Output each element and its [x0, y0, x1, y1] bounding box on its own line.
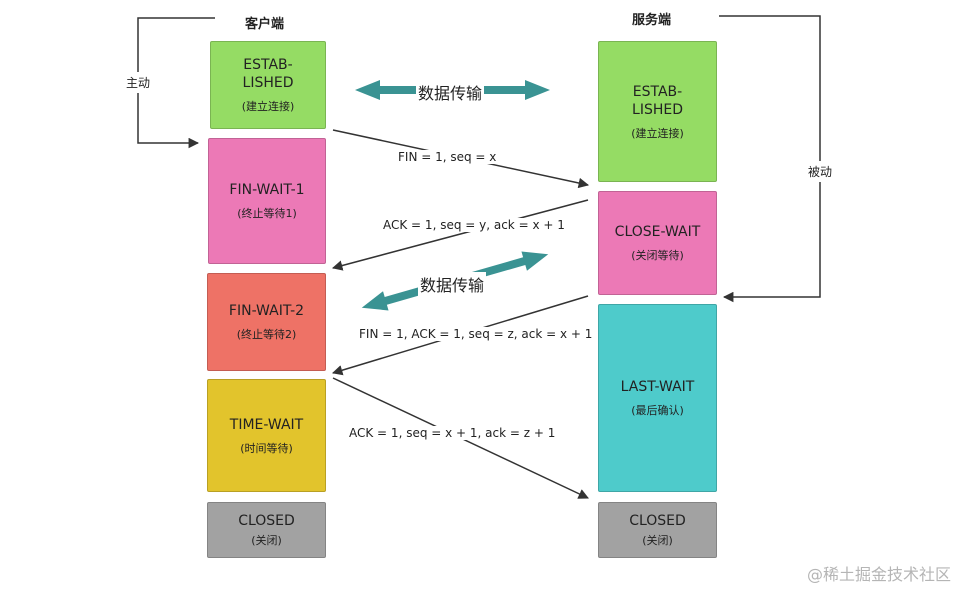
- state-subtitle: (关闭): [251, 534, 282, 547]
- client-state-closed: CLOSED (关闭): [207, 502, 326, 558]
- server-state-close-wait: CLOSE-WAIT (关闭等待): [598, 191, 717, 295]
- state-subtitle: (时间等待): [240, 441, 293, 455]
- state-title: FIN-WAIT-1: [229, 182, 305, 198]
- server-state-closed: CLOSED (关闭): [598, 502, 717, 558]
- state-subtitle: (关闭等待): [631, 249, 684, 262]
- state-title: LAST-WAIT: [620, 379, 695, 395]
- state-subtitle: (终止等待2): [236, 328, 297, 341]
- watermark: @稀土掘金技术社区: [806, 565, 951, 584]
- passive-label: 被动: [808, 161, 833, 182]
- data-transfer-label-2: 数据传输: [418, 272, 487, 296]
- server-header: 服务端: [632, 13, 672, 28]
- message-fin-ack: FIN = 1, ACK = 1, seq = z, ack = x + 1: [357, 327, 595, 341]
- ack-arrow: [331, 199, 589, 271]
- server-state-established: ESTAB- LISHED (建立连接): [598, 41, 717, 182]
- state-subtitle: (最后确认): [631, 404, 684, 417]
- state-title: CLOSE-WAIT: [614, 224, 701, 240]
- message-ack: ACK = 1, seq = y, ack = x + 1: [381, 218, 567, 232]
- state-subtitle: (关闭): [642, 534, 673, 547]
- active-label: 主动: [126, 72, 151, 93]
- client-state-fin-wait-1: FIN-WAIT-1 (终止等待1): [208, 138, 326, 264]
- state-title: ESTAB- LISHED: [632, 83, 683, 118]
- passive-bracket-line: [719, 15, 821, 303]
- state-title: ESTAB- LISHED: [242, 57, 294, 91]
- client-header: 客户端: [245, 17, 285, 32]
- state-subtitle: (建立连接): [241, 100, 295, 113]
- message-fin: FIN = 1, seq = x: [396, 150, 499, 164]
- data-transfer-label-1: 数据传输: [416, 80, 485, 104]
- client-state-established: ESTAB- LISHED (建立连接): [210, 41, 326, 129]
- state-title: CLOSED: [629, 513, 686, 529]
- state-title: TIME-WAIT: [229, 416, 304, 433]
- state-title: CLOSED: [238, 513, 295, 529]
- state-title: FIN-WAIT-2: [228, 303, 305, 319]
- server-state-last-wait: LAST-WAIT (最后确认): [598, 304, 717, 492]
- client-state-fin-wait-2: FIN-WAIT-2 (终止等待2): [207, 273, 326, 371]
- state-subtitle: (建立连接): [631, 126, 684, 140]
- client-state-time-wait: TIME-WAIT (时间等待): [207, 379, 326, 492]
- state-subtitle: (终止等待1): [237, 207, 297, 220]
- message-final-ack: ACK = 1, seq = x + 1, ack = z + 1: [347, 426, 558, 440]
